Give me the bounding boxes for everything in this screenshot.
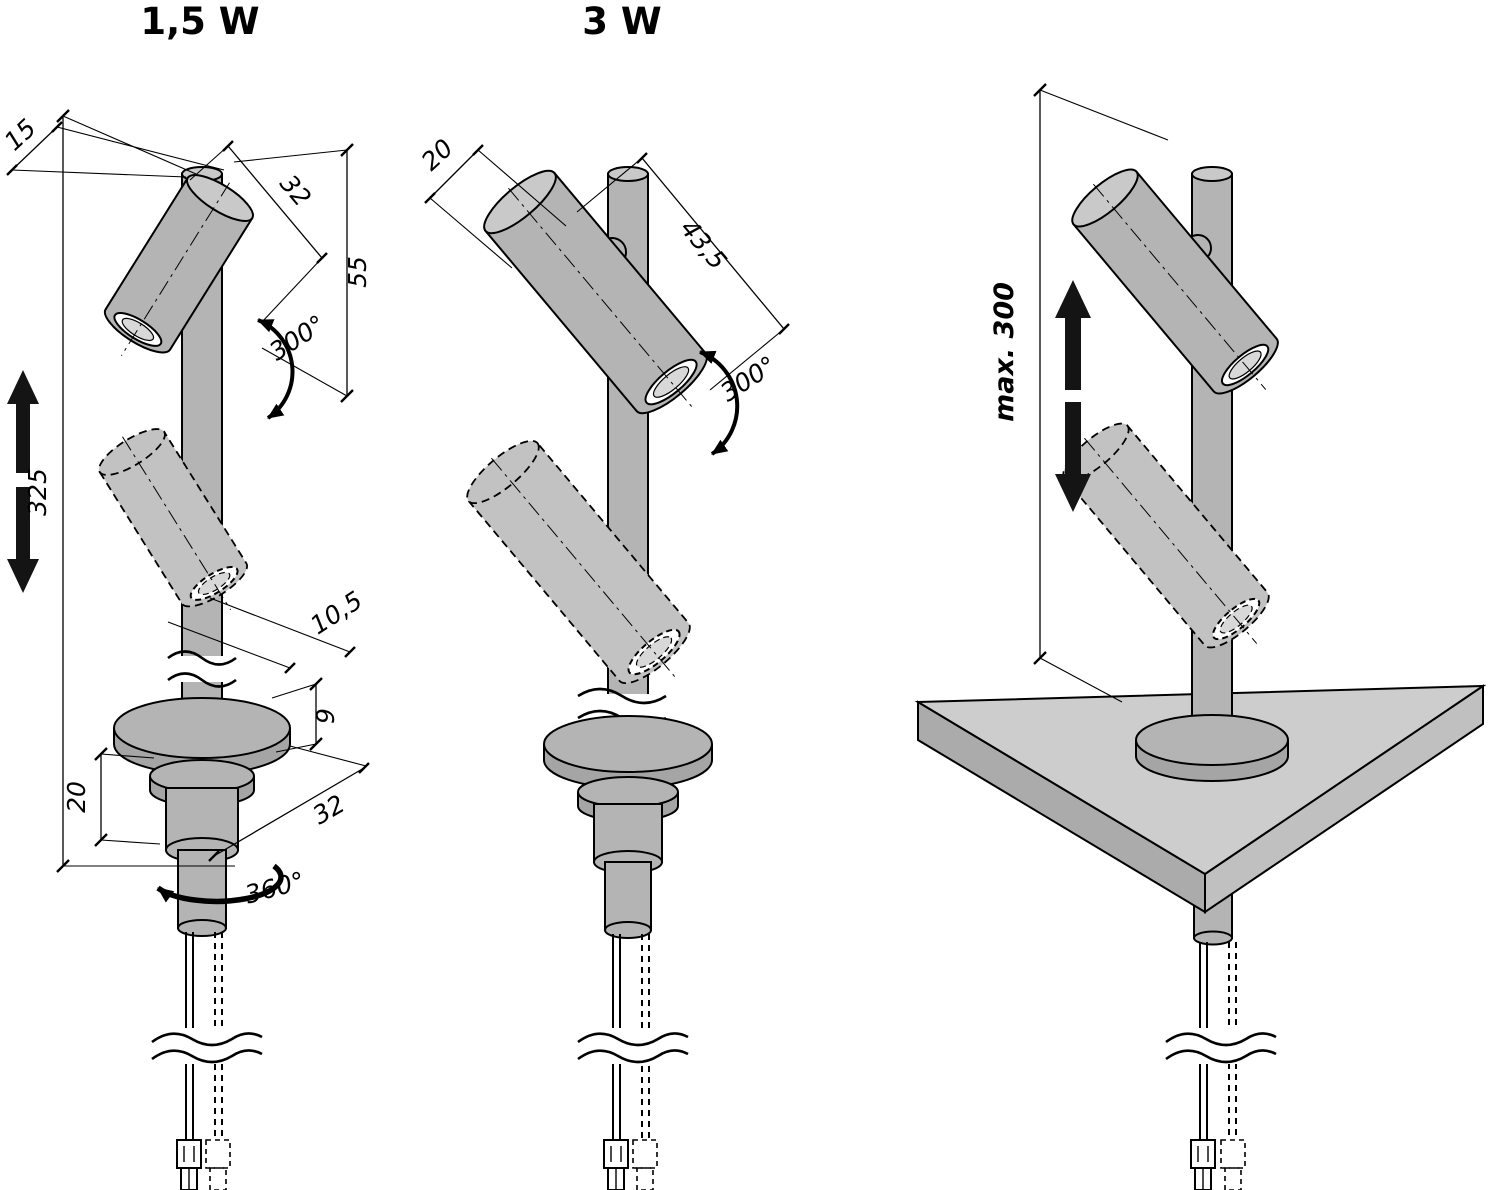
fig3-move-arrow-down xyxy=(1055,402,1091,512)
fig2-title: 3 W xyxy=(582,0,661,43)
fig1-dim-325-label: 325 xyxy=(23,468,52,516)
fig1-center-axis xyxy=(121,182,230,357)
fig2-connector-plug xyxy=(603,1139,629,1190)
fig1-dim-20-label: 20 xyxy=(62,781,91,813)
fig1-dim-pole-height: 325 xyxy=(23,109,235,873)
fig2-stem xyxy=(604,861,652,931)
fig1-move-arrow-up xyxy=(7,370,39,473)
fig1-move-arrow-down xyxy=(7,487,39,593)
fig2-base xyxy=(577,776,679,939)
fig1-swivel-arc: 300° xyxy=(257,309,331,420)
figure-installation: max. 300 xyxy=(914,83,1487,1190)
fig3-move-arrow-up xyxy=(1055,280,1091,390)
fig1-dim-15-label: 15 xyxy=(0,113,42,156)
fig2-spot-head-upper xyxy=(483,169,708,415)
fig2-dim-43-5-label: 43,5 xyxy=(675,214,733,275)
fig3-mounting-plate xyxy=(1135,714,1289,782)
fig2-mounting-plate xyxy=(543,715,713,789)
fig1-dim-32-bottom-label: 32 xyxy=(308,789,350,830)
fig1-dim-10-5-label: 10,5 xyxy=(305,586,367,641)
fig3-cable-break xyxy=(1163,1028,1283,1064)
fig2-spot-head-lower-dashed xyxy=(466,439,691,685)
fig1-pole-break xyxy=(167,650,237,688)
fig1-connector-plug-dashed xyxy=(205,1139,231,1190)
fig3-connector-plug xyxy=(1190,1139,1216,1190)
fig1-mounting-plate xyxy=(113,697,291,775)
fig2-connector-plug-dashed xyxy=(632,1139,658,1190)
fig1-stem xyxy=(177,849,227,929)
fig1-dim-32-top-label: 32 xyxy=(274,169,317,212)
fig3-spot-head-upper xyxy=(1071,168,1279,395)
figure-3w: 3 W xyxy=(416,0,790,1190)
fig2-swivel-arc: 300° xyxy=(699,350,782,456)
fig1-connector-plug xyxy=(176,1139,202,1190)
fig1-base xyxy=(149,759,255,937)
fig3-dim-max300-label: max. 300 xyxy=(989,282,1020,422)
fig1-dim-55-label: 55 xyxy=(343,256,372,288)
fig1-dim-mount-depth: 20 xyxy=(62,747,161,847)
fig1-cable-break xyxy=(150,1028,270,1064)
fig3-dim-max-height: max. 300 xyxy=(989,83,1169,703)
fig1-dim-9-label: 9 xyxy=(311,708,340,724)
fig3-connector-plug-dashed xyxy=(1220,1139,1246,1190)
fig1-spot-head-upper xyxy=(103,174,254,357)
fig3-spot-head-lower-dashed xyxy=(1062,422,1270,649)
fig1-dim-360-label: 360° xyxy=(242,866,308,910)
fig1-spot-head-lower-dashed xyxy=(98,428,248,611)
fig1-dim-300-label: 300° xyxy=(264,309,330,366)
figure-1-5w: 1,5 W xyxy=(0,0,372,1190)
fig2-dim-20-label: 20 xyxy=(416,133,459,176)
fig1-title: 1,5 W xyxy=(140,0,259,43)
fig2-cable-break xyxy=(576,1028,696,1064)
